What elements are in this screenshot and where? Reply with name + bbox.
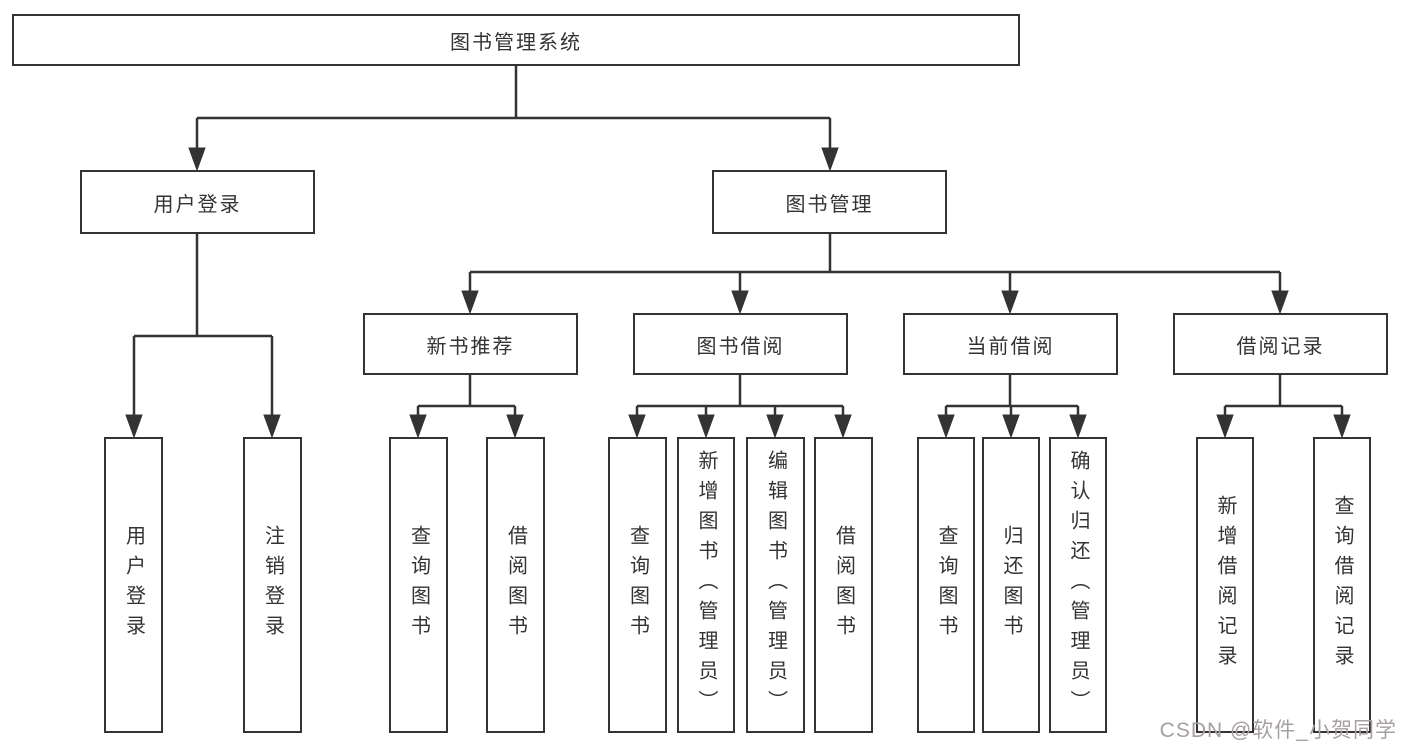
node-user-login: 用户登录 [80, 170, 315, 234]
arrowhead-icon [821, 147, 839, 172]
arrowhead-icon [731, 290, 749, 315]
arrowhead-icon [1216, 414, 1234, 439]
node-book-borrowing: 图书借阅 [633, 313, 848, 375]
node-label: 查询借阅记录 [1331, 495, 1353, 675]
node-label: 查询图书 [407, 525, 430, 645]
node-borrowing-records: 借阅记录 [1173, 313, 1388, 375]
arrowhead-icon [628, 414, 646, 439]
leaf-query-books-2: 查询图书 [608, 437, 667, 733]
node-label: 查询图书 [626, 525, 649, 645]
arrowhead-icon [1333, 414, 1351, 439]
connector-root-to-level2 [195, 66, 832, 150]
node-label: 图书管理 [785, 193, 874, 216]
leaf-confirm-return-admin: 确认归还（管理员） [1049, 437, 1107, 733]
arrowhead-icon [188, 147, 206, 172]
leaf-query-books-3: 查询图书 [917, 437, 975, 733]
arrowheads [125, 147, 1351, 439]
node-label: 当前借阅 [966, 335, 1055, 358]
node-label: 借阅图书 [832, 525, 855, 645]
node-label: 用户登录 [153, 193, 242, 216]
node-label: 注销登录 [261, 525, 284, 645]
node-label: 查询图书 [935, 525, 957, 645]
node-label: 图书管理系统 [450, 31, 582, 54]
node-current-borrowing: 当前借阅 [903, 313, 1118, 375]
leaf-user-login: 用户登录 [104, 437, 163, 733]
arrowhead-icon [1069, 414, 1087, 439]
arrowhead-icon [125, 414, 143, 439]
leaf-logout: 注销登录 [243, 437, 302, 733]
arrowhead-icon [697, 414, 715, 439]
leaf-borrow-books-1: 借阅图书 [486, 437, 545, 733]
arrowhead-icon [937, 414, 955, 439]
arrowhead-icon [263, 414, 281, 439]
leaf-query-books-1: 查询图书 [389, 437, 448, 733]
node-label: 借阅图书 [504, 525, 527, 645]
node-label: 新书推荐 [426, 335, 515, 358]
node-root-library-system: 图书管理系统 [12, 14, 1020, 66]
connector-current-to-leaves [944, 375, 1080, 417]
connector-userlogin-to-leaves [132, 233, 274, 417]
leaf-borrow-books-2: 借阅图书 [814, 437, 873, 733]
leaf-add-books-admin: 新增图书（管理员） [677, 437, 735, 733]
arrowhead-icon [1001, 290, 1019, 315]
connector-bookmgmt-to-level3 [468, 233, 1282, 293]
arrowhead-icon [461, 290, 479, 315]
connector-records-to-leaves [1223, 375, 1344, 417]
node-new-book-recommend: 新书推荐 [363, 313, 578, 375]
node-label: 编辑图书（管理员） [764, 450, 787, 720]
arrowhead-icon [409, 414, 427, 439]
leaf-edit-books-admin: 编辑图书（管理员） [746, 437, 805, 733]
leaf-return-books: 归还图书 [982, 437, 1040, 733]
arrowhead-icon [506, 414, 524, 439]
node-label: 新增图书（管理员） [695, 450, 717, 720]
csdn-watermark: CSDN @软件_小贺同学 [1159, 719, 1397, 742]
node-label: 归还图书 [1000, 525, 1022, 645]
node-label: 确认归还（管理员） [1067, 450, 1089, 720]
node-book-management: 图书管理 [712, 170, 947, 234]
arrowhead-icon [1002, 414, 1020, 439]
leaf-add-borrow-record: 新增借阅记录 [1196, 437, 1254, 733]
arrowhead-icon [834, 414, 852, 439]
node-label: 借阅记录 [1236, 335, 1325, 358]
node-label: 图书借阅 [696, 335, 785, 358]
node-label: 新增借阅记录 [1214, 495, 1236, 675]
connector-newbooks-to-leaves [416, 375, 517, 417]
connector-borrowing-to-leaves [635, 375, 845, 417]
arrowhead-icon [1271, 290, 1289, 315]
arrowhead-icon [766, 414, 784, 439]
node-label: 用户登录 [122, 525, 145, 645]
leaf-query-borrow-record: 查询借阅记录 [1313, 437, 1371, 733]
